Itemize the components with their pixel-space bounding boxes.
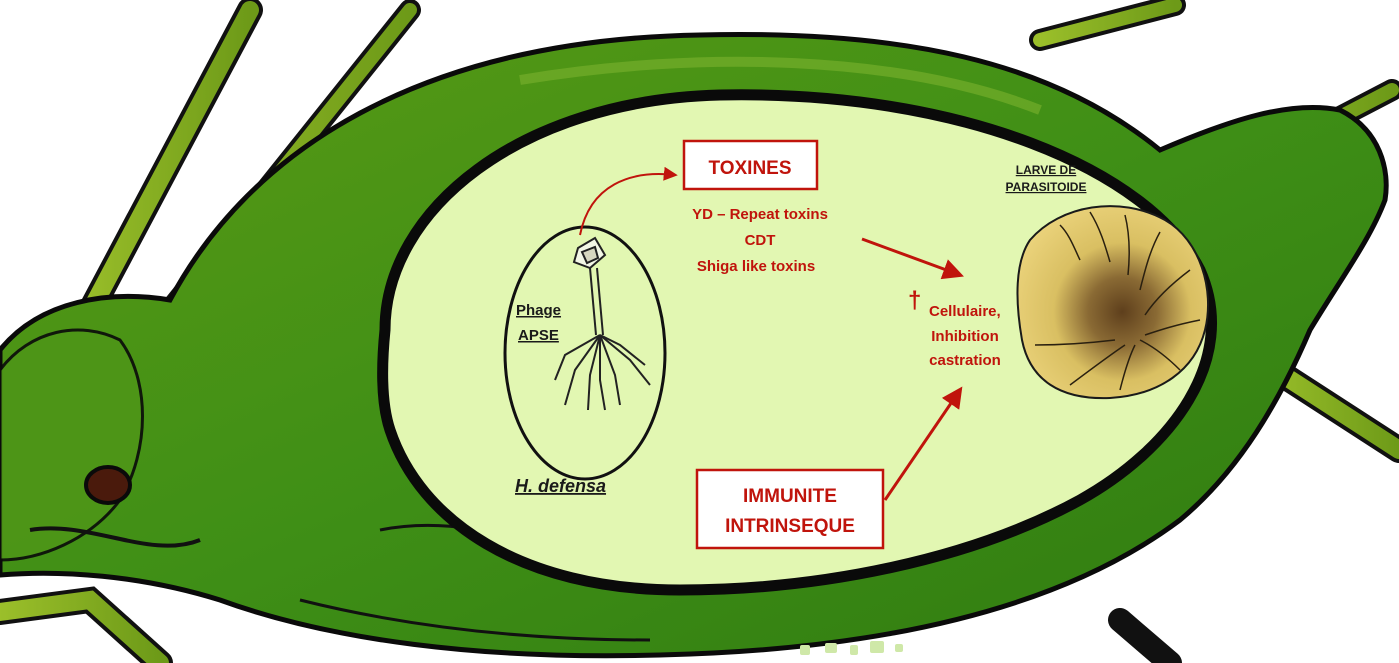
leg-bottom-right [1120, 620, 1170, 663]
symbiont-label: H. defensa [515, 476, 606, 496]
toxin-item-3: Shiga like toxins [697, 258, 815, 275]
larva-label-line1: LARVE DE [1016, 163, 1076, 177]
leg-top-right-fill [1040, 5, 1175, 40]
larva-label-line2: PARASITOIDE [1006, 180, 1087, 194]
toxin-item-2: CDT [745, 232, 776, 249]
larva-illustration [1017, 206, 1208, 398]
death-symbol: † [908, 287, 921, 314]
phage-label-line1: Phage [516, 302, 561, 319]
immunity-line1: IMMUNITE [743, 486, 837, 507]
effect-item-3: castration [929, 352, 1001, 369]
effect-item-2: Inhibition [931, 328, 998, 345]
phage-label-line2: APSE [518, 327, 559, 344]
effect-item-1: Cellulaire, [929, 303, 1001, 320]
aphid-eye [86, 467, 130, 503]
toxin-item-1: YD – Repeat toxins [692, 206, 828, 223]
immunity-line2: INTRINSEQUE [725, 516, 855, 537]
toxines-label: TOXINES [708, 158, 791, 179]
